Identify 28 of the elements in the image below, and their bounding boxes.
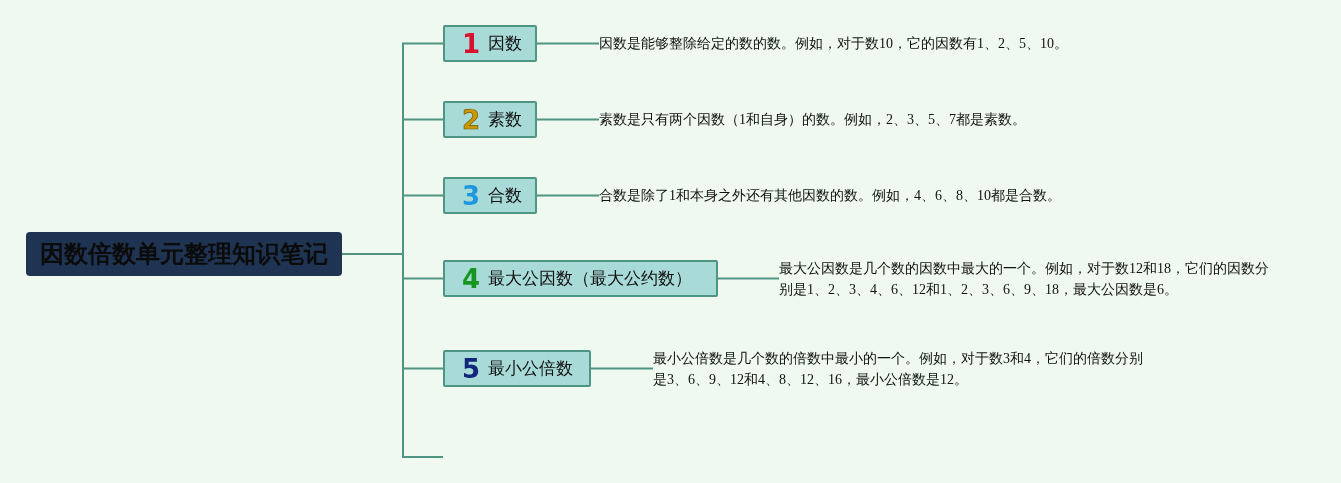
topic-label: 素数 xyxy=(488,108,523,131)
connector-line xyxy=(536,194,600,197)
topic-number: 2 xyxy=(462,104,481,135)
description-text: 合数是除了1和本身之外还有其他因数的数。例如，4、6、8、10都是合数。 xyxy=(599,185,1219,206)
topic-number: 1 xyxy=(462,28,481,59)
connector-line xyxy=(717,277,780,280)
topic-box xyxy=(443,260,718,297)
description-text: 素数是只有两个因数（1和自身）的数。例如，2、3、5、7都是素数。 xyxy=(599,109,1219,130)
topic-number: 3 xyxy=(462,180,481,211)
topic-number: 4 xyxy=(462,263,481,294)
connector-line xyxy=(590,367,654,370)
connector-line xyxy=(536,118,600,121)
description-text: 最小公倍数是几个数的倍数中最小的一个。例如，对于数3和4，它们的倍数分别是3、6、9、12和4、8、12、16，最小公倍数是12。 xyxy=(653,348,1153,390)
description-text: 因数是能够整除给定的数的数。例如，对于数10，它的因数有1、2、5、10。 xyxy=(599,33,1219,54)
description-text: 最大公因数是几个数的因数中最大的一个。例如，对于数12和18，它们的因数分别是1、2、3、4、6、12和1、2、3、6、9、18，最大公因数是6。 xyxy=(779,258,1279,300)
topic-label: 最小公倍数 xyxy=(488,357,574,380)
topic-box xyxy=(443,25,537,62)
connector-line xyxy=(341,253,444,458)
topic-label: 合数 xyxy=(488,184,523,207)
topic-number: 5 xyxy=(462,353,481,384)
topic-label: 因数 xyxy=(488,32,523,55)
topic-box xyxy=(443,177,537,214)
central-topic-box xyxy=(26,232,342,276)
topic-box xyxy=(443,350,591,387)
connector-line xyxy=(536,42,600,45)
central-topic-text: 因数倍数单元整理知识笔记 xyxy=(40,239,328,270)
topic-box xyxy=(443,101,537,138)
topic-label: 最大公因数（最大公约数） xyxy=(488,267,693,290)
